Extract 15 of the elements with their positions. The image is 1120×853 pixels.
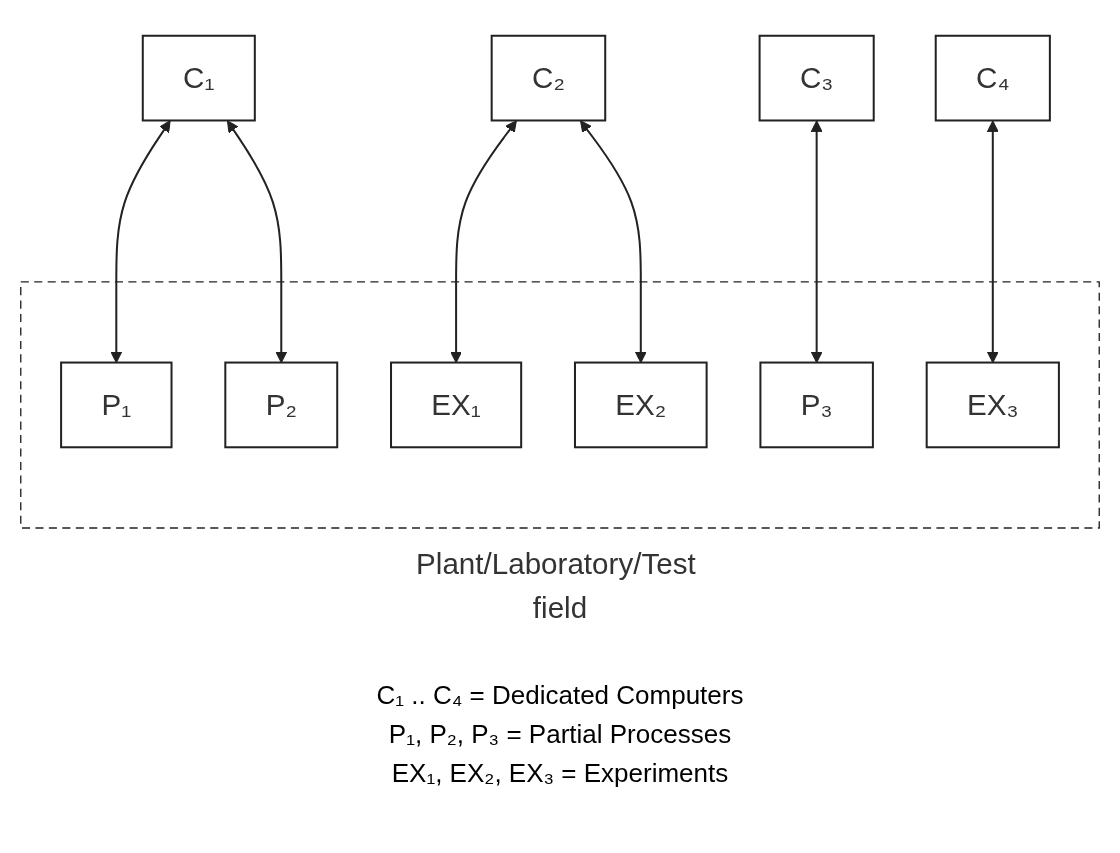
cluster [20,281,1100,529]
node-box: C₁ [141,35,256,122]
legend-note: C₁ .. C₄ = Dedicated Computers [376,680,744,711]
legend-note: P₁, P₂, P₃ = Partial Processes [388,719,732,750]
node-box: P₃ [759,361,874,449]
legend-note: EX₁, EX₂, EX₃ = Experiments [391,758,729,789]
node-box: EX₃ [925,361,1060,449]
node-box: C₃ [758,35,875,122]
node-box: P₁ [60,361,173,449]
node-label: Plant/Laboratory/Test field [416,547,696,626]
node-box: C₂ [490,35,607,122]
node-box: P₂ [224,361,339,449]
node-box: C₄ [934,35,1051,122]
node-box: EX₁ [390,361,523,449]
node-box: EX₂ [573,361,708,449]
